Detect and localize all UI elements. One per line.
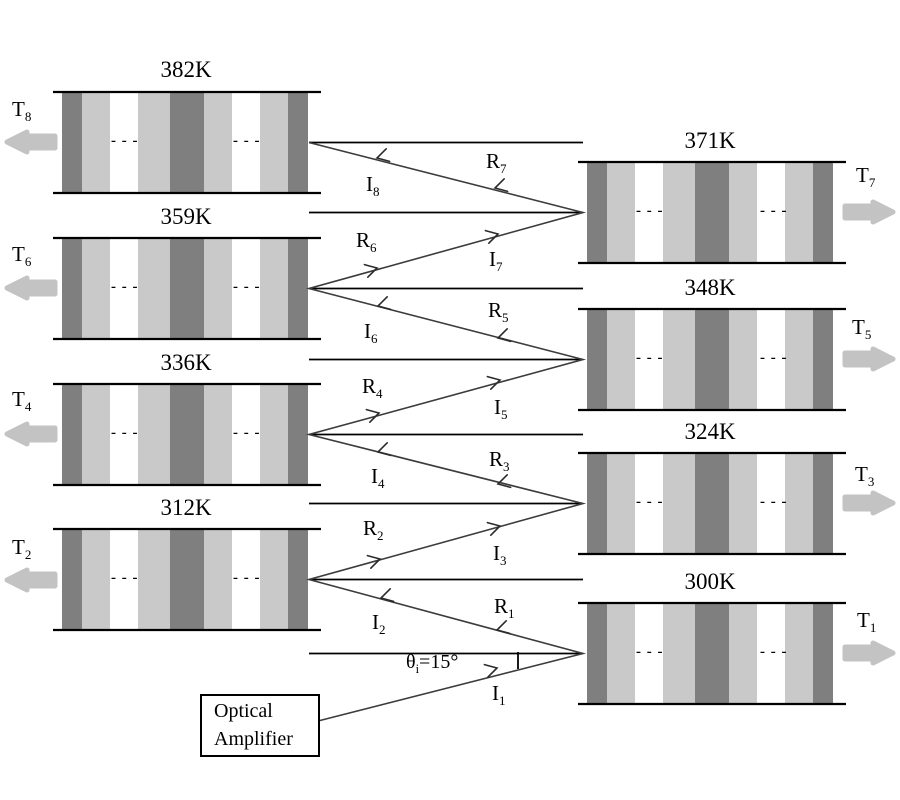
r-label-1: R1: [494, 594, 515, 622]
stack-324k: [578, 451, 846, 556]
beam-direction-arrows: [363, 148, 512, 678]
t1-arrow: [842, 640, 896, 666]
t4-arrow: [4, 421, 58, 447]
r-label-7: R7: [486, 149, 507, 177]
zigzag-beam-path: [305, 141, 587, 722]
temp-label-300k: 300K: [684, 569, 736, 594]
ellipsis-dots: - - -: [111, 133, 139, 149]
stack-312k: [53, 527, 321, 632]
stack-359k: [53, 236, 321, 341]
temp-label-324k: 324K: [684, 419, 736, 444]
ellipsis-dots: - - -: [636, 644, 664, 660]
t-label-5: T5: [852, 315, 872, 343]
t-label-8: T8: [12, 97, 32, 125]
stack-382k: [53, 90, 321, 195]
t6-arrow: [4, 275, 58, 301]
ellipsis-dots: - - -: [760, 494, 788, 510]
temp-label-336k: 336K: [160, 350, 212, 375]
ellipsis-dots: - - -: [760, 203, 788, 219]
ellipsis-dots: - - -: [636, 494, 664, 510]
t7-arrow: [842, 199, 896, 225]
ellipsis-dots: - - -: [636, 203, 664, 219]
r-label-4: R4: [362, 374, 383, 402]
t5-arrow: [842, 346, 896, 372]
stack-348k: [578, 307, 846, 412]
ellipsis-dots: - - -: [233, 570, 261, 586]
r-label-2: R2: [363, 516, 384, 544]
i-label-1: I1: [492, 681, 506, 709]
i-label-8: I8: [366, 172, 380, 200]
i-label-4: I4: [371, 464, 385, 492]
ellipsis-dots: - - -: [111, 425, 139, 441]
ellipsis-dots: - - -: [111, 570, 139, 586]
temp-label-382k: 382K: [160, 57, 212, 82]
i-label-6: I6: [364, 319, 378, 347]
ellipsis-dots: - - -: [636, 350, 664, 366]
transmission-arrows: [4, 129, 896, 666]
temp-label-371k: 371K: [684, 128, 736, 153]
r-label-5: R5: [488, 298, 509, 326]
amplifier-label-line2: Amplifier: [214, 728, 293, 750]
ellipsis-dots: - - -: [233, 425, 261, 441]
stack-371k: [578, 160, 846, 265]
t-label-6: T6: [12, 242, 32, 270]
i-label-7: I7: [489, 247, 503, 275]
t-label-3: T3: [855, 462, 875, 490]
incidence-angle-label: θi=15°: [406, 651, 459, 676]
ellipsis-dots: - - -: [760, 350, 788, 366]
stack-300k: [578, 601, 846, 706]
i-label-5: I5: [494, 395, 508, 423]
ellipsis-dots: - - -: [111, 279, 139, 295]
ellipsis-dots: - - -: [233, 279, 261, 295]
t-label-7: T7: [856, 163, 876, 191]
t-label-1: T1: [857, 608, 877, 636]
i-label-2: I2: [372, 610, 386, 638]
r-label-6: R6: [356, 228, 377, 256]
t2-arrow: [4, 567, 58, 593]
optical-axis-lines: [309, 141, 583, 655]
temp-label-312k: 312K: [160, 495, 212, 520]
temp-label-359k: 359K: [160, 204, 212, 229]
amplifier-label-line1: Optical: [214, 700, 273, 722]
ellipsis-dots: - - -: [760, 644, 788, 660]
stack-336k: [53, 382, 321, 487]
t-label-4: T4: [12, 387, 32, 415]
t-label-2: T2: [12, 535, 32, 563]
t3-arrow: [842, 490, 896, 516]
ellipsis-dots: - - -: [233, 133, 261, 149]
t8-arrow: [4, 129, 58, 155]
i-label-3: I3: [493, 541, 507, 569]
optical-amplifier-box: Optical Amplifier: [200, 694, 320, 757]
temp-label-348k: 348K: [684, 275, 736, 300]
r-label-3: R3: [489, 447, 510, 475]
